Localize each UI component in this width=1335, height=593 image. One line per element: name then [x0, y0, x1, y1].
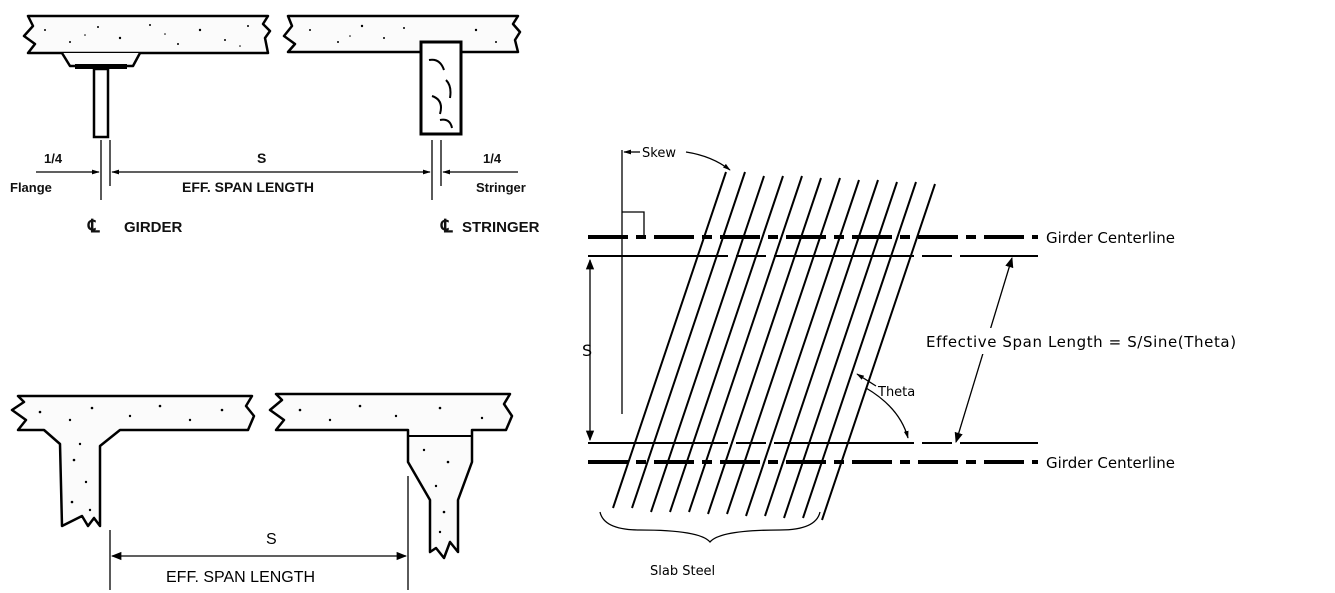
steel-girder-detail — [22, 14, 272, 139]
quarter-flange-word: Flange — [10, 180, 52, 195]
stringer-body — [419, 40, 463, 136]
girder-flange — [75, 64, 127, 69]
bottom-span-label: EFF. SPAN LENGTH — [166, 569, 315, 586]
theta-label: Theta — [877, 385, 915, 400]
timber-stringer-detail — [282, 14, 522, 136]
stringer-label: STRINGER — [462, 219, 540, 236]
top-girder-centerline-label: Girder Centerline — [1046, 229, 1175, 247]
girder-label: GIRDER — [124, 219, 183, 236]
top-span-label: EFF. SPAN LENGTH — [182, 179, 314, 195]
effective-span-label: Effective Span Length = S/Sine(Theta) — [926, 333, 1237, 351]
tbeam-left — [10, 394, 256, 528]
tbeam-right — [268, 392, 514, 560]
bottom-span-symbol: S — [266, 531, 277, 548]
quarter-flange-fraction: 1/4 — [44, 151, 63, 166]
bottom-girder-centerline-label: Girder Centerline — [1046, 454, 1175, 472]
right-slab — [282, 14, 522, 54]
slab-steel-bars — [612, 171, 936, 521]
right-span-symbol: S — [582, 341, 592, 360]
top-left-dimensions — [36, 140, 518, 200]
girder-centerline-symbol: ℄ — [87, 216, 100, 236]
top-span-symbol: S — [257, 150, 266, 166]
skew-slab-diagram — [585, 149, 1038, 521]
girder-web — [92, 67, 110, 139]
bottom-left-dimensions — [109, 476, 409, 590]
skew-label: Skew — [642, 146, 676, 161]
quarter-stringer-word: Stringer — [476, 180, 526, 195]
left-slab — [22, 14, 272, 55]
quarter-stringer-fraction: 1/4 — [483, 151, 502, 166]
slab-steel-brace — [599, 511, 821, 544]
concrete-tbeam-detail — [10, 392, 514, 560]
slab-steel-label: Slab Steel — [650, 564, 715, 579]
stringer-centerline-symbol: ℄ — [440, 216, 453, 236]
